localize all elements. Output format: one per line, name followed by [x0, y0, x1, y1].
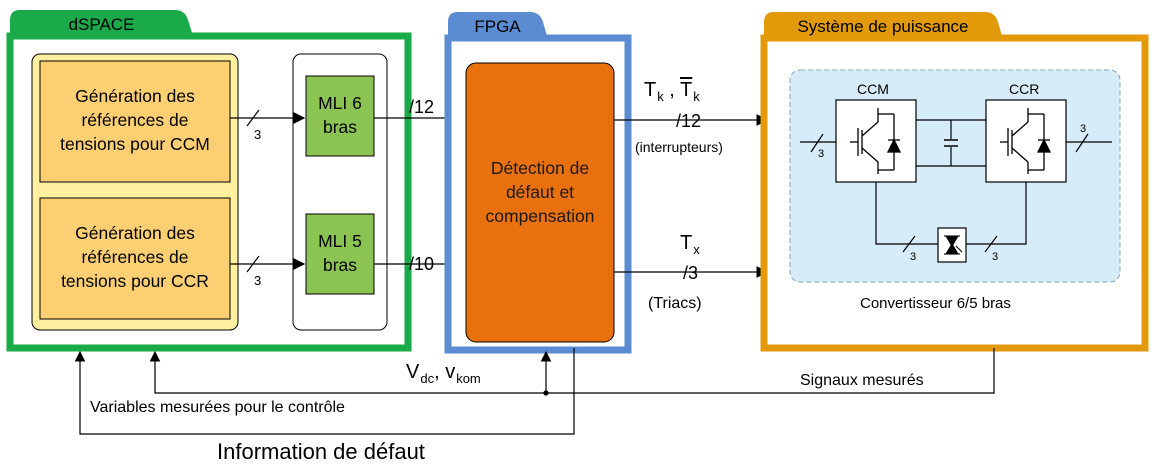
- dspace-tab-label: dSPACE: [68, 15, 135, 34]
- mli5-text: MLI 5 bras: [318, 231, 362, 275]
- ccm-module: [835, 99, 917, 183]
- mli6-block: [305, 75, 375, 157]
- ccr-module: [985, 99, 1067, 183]
- ccr-label: CCR: [1009, 81, 1040, 97]
- bus-count-in: 3: [818, 148, 825, 160]
- igbt-ccr-icon: [1000, 108, 1052, 174]
- mli5-block: [305, 213, 375, 295]
- igbt-ccm-icon: [850, 108, 902, 174]
- triac-icon: [944, 235, 963, 255]
- bus-count-mli6: /12: [409, 97, 435, 117]
- fpga-tab-label: FPGA: [474, 17, 521, 36]
- tx-label: Tx: [680, 232, 700, 257]
- fpga-block-text: Détection de défaut et compensation: [485, 158, 595, 226]
- bus-count-mli5: /10: [409, 254, 435, 274]
- mli6-text: MLI 6 bras: [318, 93, 362, 137]
- gen-ccm-text: Génération des références de tensions po…: [60, 86, 210, 154]
- bus-count-triac-right: 3: [992, 251, 999, 263]
- fault-info-label: Information de défaut: [217, 439, 425, 464]
- tx-note: (Triacs): [648, 295, 702, 312]
- converter-label: Convertisseur 6/5 bras: [860, 295, 1011, 312]
- measured-signals-label: Signaux mesurés: [800, 372, 924, 389]
- fault-info-line: [74, 348, 575, 435]
- bus-count-triac-left: 3: [910, 251, 917, 263]
- tk-note: (interrupteurs): [635, 139, 723, 155]
- vdc-vkom-label: Vdc, vkom: [406, 361, 481, 386]
- tk-count: /12: [676, 111, 702, 131]
- gen-ccr-block: [39, 197, 231, 320]
- gen-ccr-text: Génération des références de tensions po…: [61, 223, 209, 291]
- fpga-detection-block: [465, 62, 615, 343]
- bus-count-ccr: 3: [254, 273, 262, 288]
- power-tab-label: Système de puissance: [797, 17, 969, 36]
- tk-label: Tk , Tk: [644, 79, 700, 104]
- control-vars-label: Variables mesurées pour le contrôle: [90, 399, 345, 416]
- ccm-label: CCM: [857, 81, 889, 97]
- bus-count-out: 3: [1080, 123, 1087, 135]
- gen-ccm-block: [39, 60, 231, 183]
- tx-count: /3: [683, 263, 699, 283]
- bus-count-ccm: 3: [254, 127, 262, 142]
